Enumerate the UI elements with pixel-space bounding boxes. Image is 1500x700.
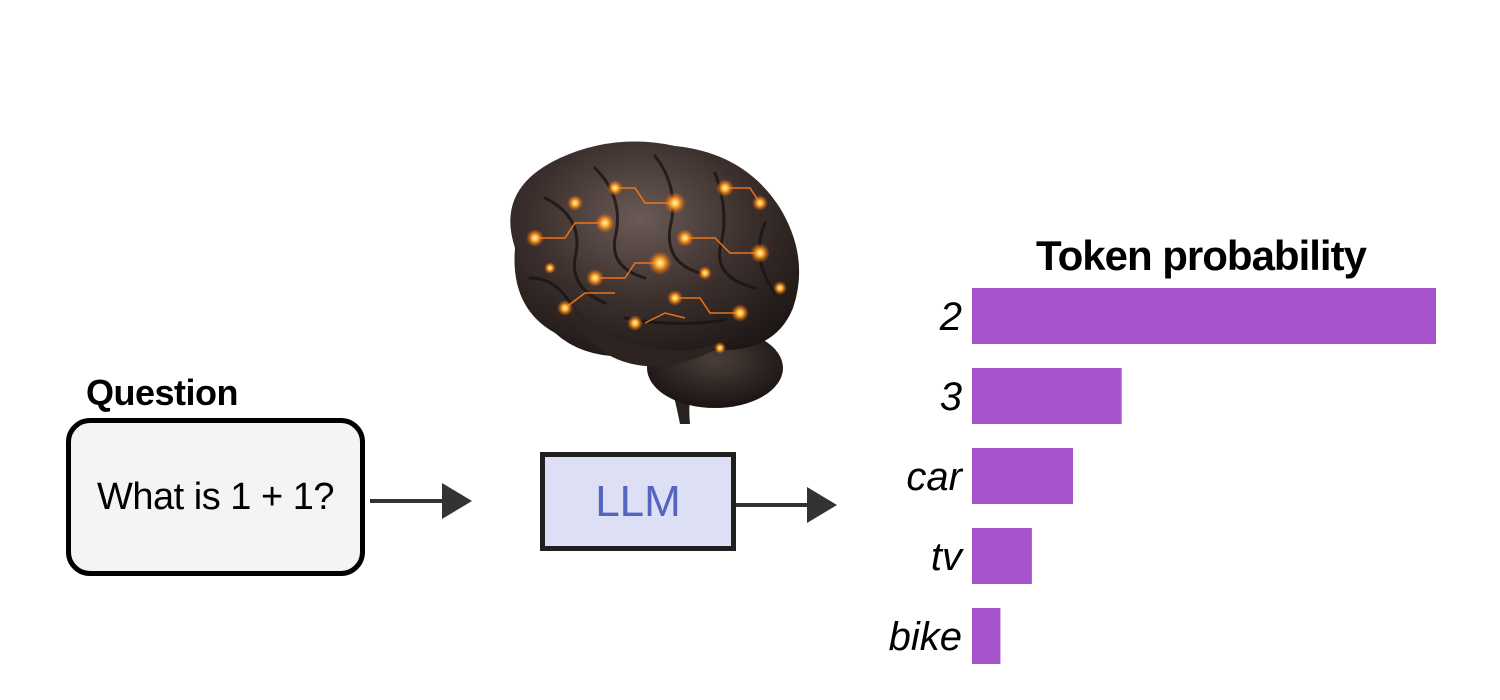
arrow-llm-to-chart: [736, 487, 837, 523]
bar-3: [972, 368, 1122, 424]
bar-bike: [972, 608, 1001, 664]
bar-car: [972, 448, 1074, 504]
question-box: What is 1 + 1?: [66, 418, 365, 576]
category-label-tv: tv: [931, 535, 964, 579]
llm-label: LLM: [595, 476, 681, 526]
bar-2: [972, 288, 1436, 344]
category-label-2: 2: [939, 295, 962, 339]
category-label-car: car: [906, 455, 963, 499]
question-text: What is 1 + 1?: [97, 475, 334, 518]
brain-icon: [510, 141, 800, 424]
llm-box: LLM: [540, 452, 736, 551]
bar-tv: [972, 528, 1032, 584]
question-heading: Question: [86, 372, 239, 413]
category-label-bike: bike: [889, 615, 962, 659]
category-label-3: 3: [940, 375, 962, 419]
chart-title: Token probability: [1036, 232, 1367, 279]
arrow-question-to-llm: [370, 483, 472, 519]
